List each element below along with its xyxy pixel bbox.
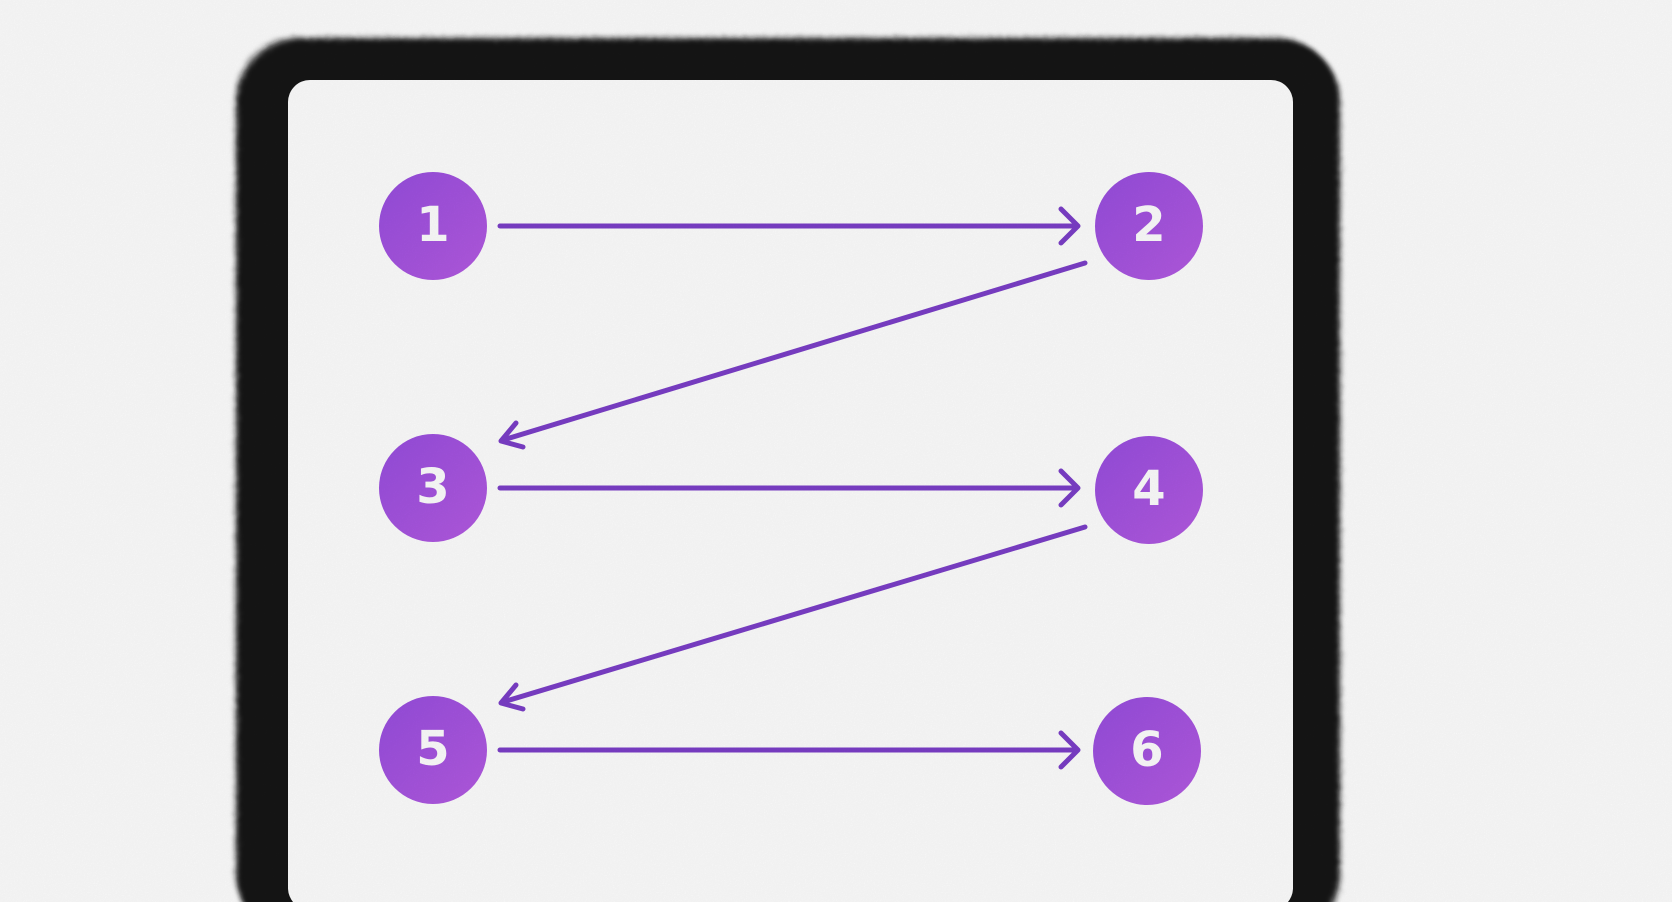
arrow-1-to-2-icon xyxy=(497,206,1081,246)
step-node-2: 2 xyxy=(1095,172,1203,280)
step-node-5: 5 xyxy=(379,696,487,804)
diagram-card: 1 2 3 4 5 6 xyxy=(288,80,1293,902)
arrow-2-to-3-icon xyxy=(498,260,1088,450)
step-node-3: 3 xyxy=(379,434,487,542)
step-number-1: 1 xyxy=(416,197,450,253)
step-number-5: 5 xyxy=(416,721,450,777)
step-number-3: 3 xyxy=(416,459,450,515)
step-node-1: 1 xyxy=(379,172,487,280)
arrow-3-to-4-icon xyxy=(497,468,1081,508)
step-number-6: 6 xyxy=(1130,722,1164,778)
step-number-4: 4 xyxy=(1132,461,1166,517)
arrow-4-to-5-icon xyxy=(498,524,1088,712)
arrow-5-to-6-icon xyxy=(497,730,1081,770)
step-node-6: 6 xyxy=(1093,697,1201,805)
step-node-4: 4 xyxy=(1095,436,1203,544)
step-number-2: 2 xyxy=(1132,197,1166,253)
